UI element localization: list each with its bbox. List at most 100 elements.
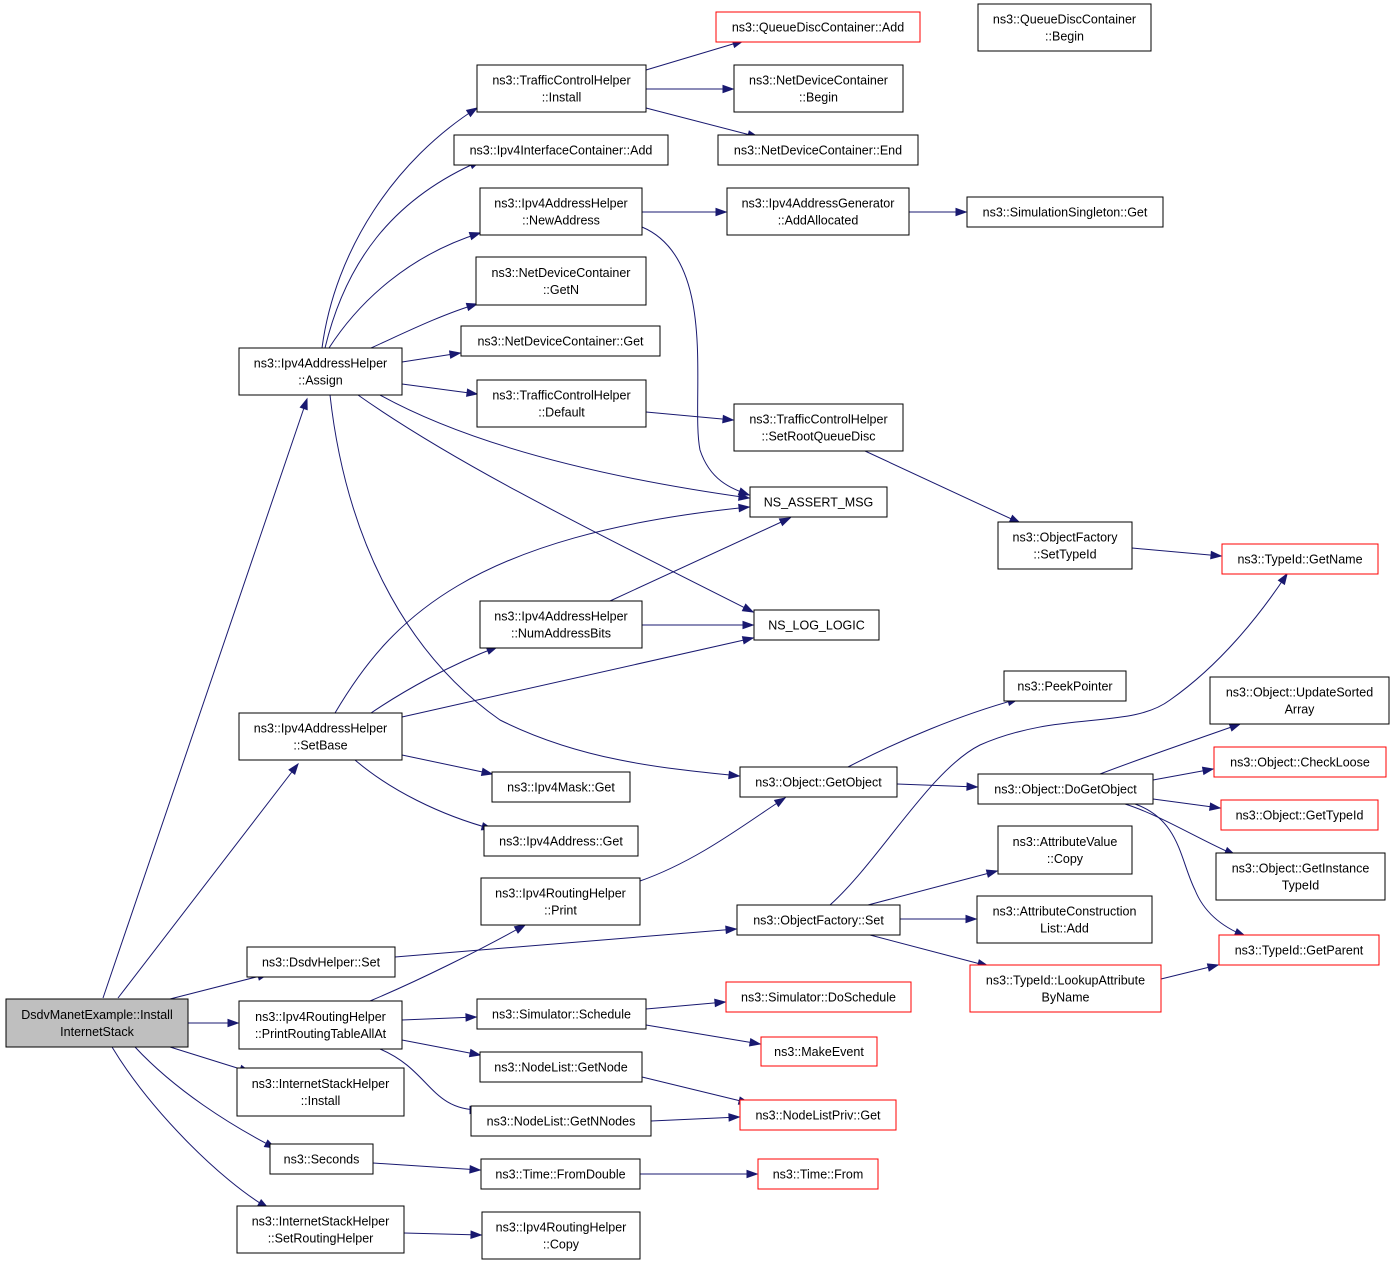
node-box [733,64,904,113]
node-ofset[interactable]: ns3::ObjectFactory::Set [736,904,901,936]
node-addralloc[interactable]: ns3::Ipv4AddressGenerator::AddAllocated [726,187,910,236]
edge-addralloc-to-singleton [909,207,968,217]
node-singleton[interactable]: ns3::SimulationSingleton::Get [966,196,1164,228]
node-label: ::Copy [543,1238,580,1252]
node-ndcget[interactable]: ns3::NetDeviceContainer::Get [460,325,661,357]
node-label: ::Begin [1045,30,1084,44]
node-box [966,196,1164,228]
arrowhead-icon [513,924,527,934]
node-getnnodes[interactable]: ns3::NodeList::GetNNodes [470,1105,652,1137]
node-ishset[interactable]: ns3::InternetStackHelper::SetRoutingHelp… [236,1205,405,1254]
node-ndcend[interactable]: ns3::NetDeviceContainer::End [717,134,919,166]
edge-ofset-to-aclladd [900,914,978,924]
edge-newaddr-to-assertmsg [641,226,751,496]
edge-line [645,107,759,138]
node-label: ns3::Time::FromDouble [495,1168,625,1182]
arrowhead-icon [728,1113,741,1122]
node-label: ::SetBase [293,739,347,753]
node-printall[interactable]: ns3::Ipv4RoutingHelper::PrintRoutingTabl… [238,1000,403,1050]
node-getparent[interactable]: ns3::TypeId::GetParent [1218,934,1380,966]
node-box [969,964,1162,1013]
node-dogetobject[interactable]: ns3::Object::DoGetObject [977,773,1154,805]
node-loglogic[interactable]: NS_LOG_LOGIC [753,609,880,641]
node-rhprint[interactable]: ns3::Ipv4RoutingHelper::Print [480,877,641,926]
node-getobject[interactable]: ns3::Object::GetObject [739,766,898,798]
node-ndcbegin[interactable]: ns3::NetDeviceContainer::Begin [733,64,904,113]
node-label: InternetStack [60,1025,134,1039]
node-dsdvset[interactable]: ns3::DsdvHelper::Set [246,946,396,978]
node-ndcgetn[interactable]: ns3::NetDeviceContainer::GetN [475,256,647,306]
node-addrget[interactable]: ns3::Ipv4Address::Get [483,825,639,857]
node-assertmsg[interactable]: NS_ASSERT_MSG [749,486,888,518]
node-checkloose[interactable]: ns3::Object::CheckLoose [1213,746,1387,778]
edge-setbase-to-assertmsg [334,503,751,714]
node-box [236,1205,405,1254]
edge-dogetobject-to-checkloose [1152,766,1215,781]
node-box [757,1158,879,1190]
arrowhead-icon [468,232,482,241]
edge-line [401,637,754,718]
node-qdcbegin[interactable]: ns3::QueueDiscContainer::Begin [977,3,1152,52]
node-rhcopy[interactable]: ns3::Ipv4RoutingHelper::Copy [481,1211,641,1260]
node-schedule[interactable]: ns3::Simulator::Schedule [476,998,647,1030]
edge-assign-to-ndcget [401,350,462,363]
edge-getnnodes-to-nlpget [650,1113,741,1122]
arrowhead-icon [748,1038,762,1047]
edge-assign-to-loglogic [357,394,755,613]
node-box [1220,799,1379,831]
node-settypeid[interactable]: ns3::ObjectFactory::SetTypeId [997,521,1133,570]
node-getnode[interactable]: ns3::NodeList::GetNode [479,1051,643,1083]
node-setbase[interactable]: ns3::Ipv4AddressHelper::SetBase [238,712,403,761]
node-numbits[interactable]: ns3::Ipv4AddressHelper::NumAddressBits [479,600,643,649]
node-label: ns3::TrafficControlHelper [492,74,630,88]
node-ishinstall[interactable]: ns3::InternetStackHelper::Install [236,1067,405,1117]
call-edges [102,39,1288,1240]
node-label: ::SetRoutingHelper [268,1232,374,1246]
node-getname[interactable]: ns3::TypeId::GetName [1221,543,1379,575]
arrowhead-icon [985,869,999,878]
node-nlpget[interactable]: ns3::NodeListPriv::Get [739,1099,897,1131]
node-box [470,1105,652,1137]
node-maskget[interactable]: ns3::Ipv4Mask::Get [491,771,631,803]
node-tchinstall[interactable]: ns3::TrafficControlHelper::Install [476,64,647,113]
node-label: ns3::TypeId::GetName [1237,553,1362,567]
node-doschedule[interactable]: ns3::Simulator::DoSchedule [725,981,912,1013]
node-timefrom[interactable]: ns3::Time::From [757,1158,879,1190]
edge-line [645,1001,726,1010]
node-avcopy[interactable]: ns3::AttributeValue::Copy [997,825,1133,875]
node-setroot[interactable]: ns3::TrafficControlHelper::SetRootQueueD… [733,403,904,452]
edge-assign-to-ificadd [324,160,482,349]
node-fromdouble[interactable]: ns3::Time::FromDouble [480,1158,641,1190]
edge-assign-to-getobject [329,394,741,780]
node-box [479,187,643,236]
node-label: ns3::Ipv4AddressGenerator [742,197,895,211]
node-gettypeid[interactable]: ns3::Object::GetTypeId [1220,799,1379,831]
node-makeevent[interactable]: ns3::MakeEvent [760,1036,878,1067]
edge-line [896,783,978,788]
edge-assign-to-newaddr [328,232,482,349]
node-ificadd[interactable]: ns3::Ipv4InterfaceContainer::Add [453,134,669,166]
edge-line [401,1039,481,1056]
arrowhead-icon [469,1165,482,1174]
node-box [480,1158,641,1190]
arrowhead-icon [1206,963,1220,972]
edge-line [102,398,308,999]
node-label: ns3::QueueDiscContainer::Add [732,21,904,35]
arrowhead-icon [728,770,741,780]
edge-printall-to-rhprint [369,924,527,1002]
node-newaddr[interactable]: ns3::Ipv4AddressHelper::NewAddress [479,187,643,236]
edge-settypeid-to-getname [1131,547,1223,560]
node-seconds[interactable]: ns3::Seconds [269,1143,374,1175]
node-peek[interactable]: ns3::PeekPointer [1003,670,1127,702]
node-box [760,1036,878,1067]
edge-line [869,934,989,967]
node-qdcadd[interactable]: ns3::QueueDiscContainer::Add [715,11,921,43]
edge-ofset-to-lookupattr [869,934,990,968]
node-tchdefault[interactable]: ns3::TrafficControlHelper::Default [476,379,647,428]
node-assign[interactable]: ns3::Ipv4AddressHelper::Assign [238,347,403,396]
